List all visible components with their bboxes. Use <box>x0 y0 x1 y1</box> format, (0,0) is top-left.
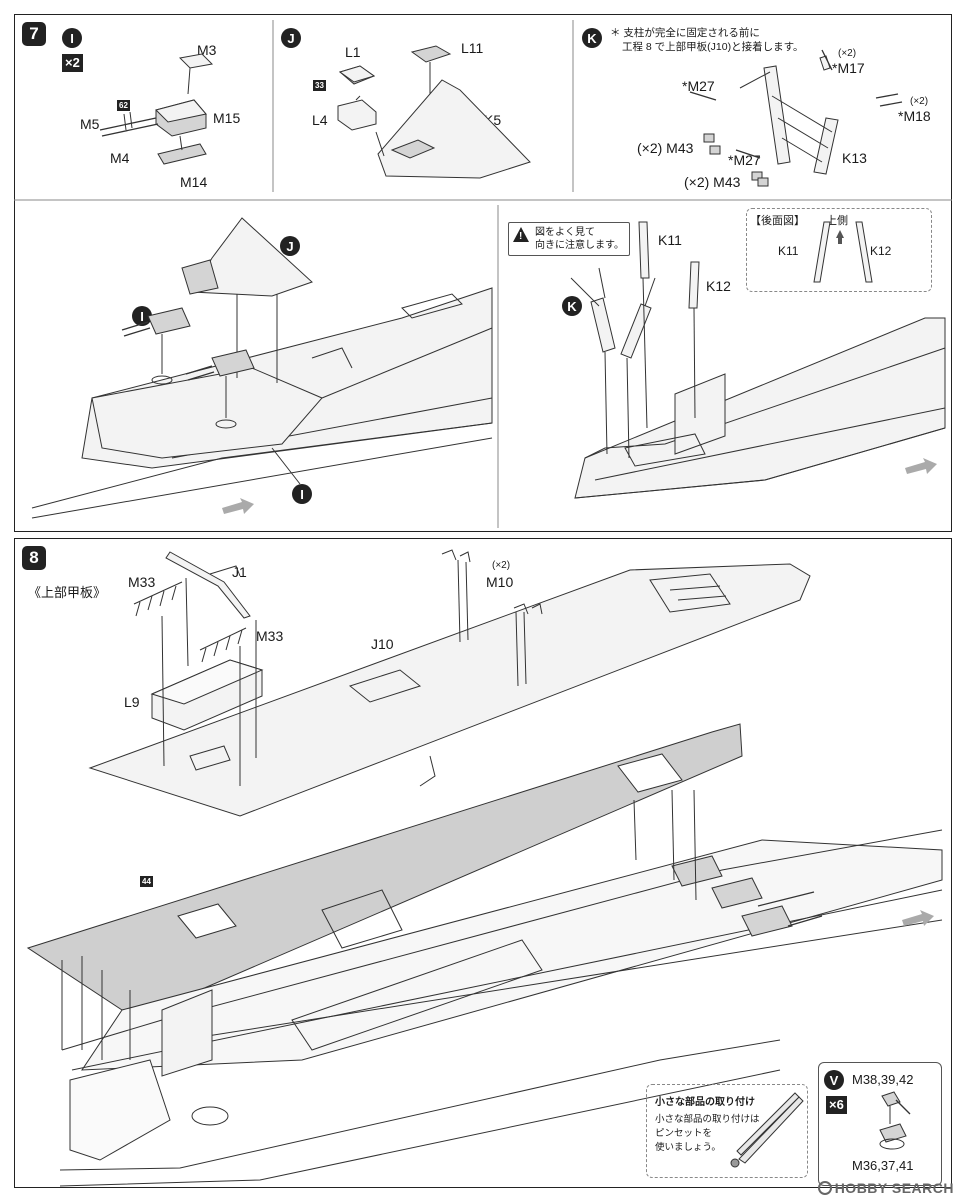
part-label-m33-a: M33 <box>128 574 156 590</box>
sub-i-multiplier: ×2 <box>62 54 83 72</box>
sub-v-badge: V <box>824 1070 844 1090</box>
part-label-m17: *M17 <box>832 60 865 76</box>
part-label-l11: L11 <box>461 40 484 56</box>
step7-dividers <box>14 20 952 528</box>
step8-frame <box>14 538 952 1188</box>
caution-line2: 向きに注意します。 <box>535 240 624 251</box>
small-parts-tip-line2: ピンセットを <box>655 1128 713 1139</box>
orientation-caution: 図をよく見て 向きに注意します。 <box>508 222 630 256</box>
warning-icon <box>513 227 529 243</box>
part-label-l4: L4 <box>312 112 328 128</box>
upper-deck-exploded-drawing <box>88 549 811 817</box>
assembly-i-badge-top: I <box>132 306 152 326</box>
sub-i-badge: I <box>62 28 82 48</box>
assembly-k-badge: K <box>562 296 582 316</box>
small-parts-tip-title: 小さな部品の取り付け <box>655 1097 755 1108</box>
mast-exploded-drawing <box>689 49 903 187</box>
sub-k-badge: K <box>582 28 602 48</box>
part-label-m43-a: (×2) M43 <box>637 140 694 156</box>
part-label-m33-b: M33 <box>256 628 284 644</box>
part-label-k13: K13 <box>842 150 867 166</box>
hull-lower-drawing <box>59 1039 781 1187</box>
sub-v-multiplier: ×6 <box>826 1096 847 1114</box>
rear-view-up-label: 上側 <box>826 215 848 227</box>
part-label-k12: K12 <box>706 278 731 294</box>
small-parts-tip-box: 小さな部品の取り付け 小さな部品の取り付けは ピンセットを 使いましょう。 <box>646 1084 808 1178</box>
part-label-m4: M4 <box>110 150 130 166</box>
part-tag-33: 33 <box>313 80 326 91</box>
rear-view-drawing <box>813 221 873 283</box>
part-label-m14: M14 <box>180 174 208 190</box>
ship-bow-assembly-left <box>31 217 493 519</box>
watermark-text: HOBBY SEARCH <box>834 1180 954 1196</box>
rear-view-title: 【後面図】 <box>750 215 805 227</box>
part-label-m18: *M18 <box>898 108 931 124</box>
turret-exploded-drawing <box>99 53 214 165</box>
part-label-l1: L1 <box>345 44 361 60</box>
step8-number: 8 <box>22 546 46 570</box>
m10-x2: (×2) <box>492 560 511 571</box>
part-tag-62: 62 <box>117 100 130 111</box>
rear-view-box <box>746 208 932 292</box>
sub-j-badge: J <box>281 28 301 48</box>
sub-v-top-parts: M38,39,42 <box>852 1072 914 1087</box>
part-label-m10: M10 <box>486 574 514 590</box>
rear-view-k11: K11 <box>778 244 799 258</box>
step7-number: 7 <box>22 22 46 46</box>
hobby-search-watermark: HOBBY SEARCH <box>817 1180 954 1196</box>
tweezers-icon <box>730 1092 804 1168</box>
sub-v-part-drawing <box>879 1091 911 1150</box>
assembly-i-badge-bottom: I <box>292 484 312 504</box>
assembly-j-badge: J <box>280 236 300 256</box>
small-parts-tip-line3: 使いましょう。 <box>655 1142 721 1153</box>
sub-v-box <box>818 1062 942 1186</box>
sub-k-x2-a: (×2) <box>838 48 857 59</box>
rear-view-k12: K12 <box>870 244 892 258</box>
bridge-exploded-drawing <box>337 45 531 179</box>
part-label-j1: J1 <box>232 564 247 580</box>
sub-k-note-line1: ＊ 支柱が完全に固定される前に <box>610 27 760 39</box>
part-label-m27-a: *M27 <box>682 78 715 94</box>
part-label-m43-b: (×2) M43 <box>684 174 741 190</box>
sub-v-bottom-parts: M36,37,41 <box>852 1158 914 1173</box>
step7-frame <box>14 14 952 532</box>
sub-k-x2-b: (×2) <box>910 96 929 107</box>
part-label-m5: M5 <box>80 116 100 132</box>
part-label-j10: J10 <box>371 636 394 652</box>
ship-bow-assembly-right <box>570 221 946 499</box>
part-label-k11: K11 <box>658 232 682 248</box>
part-label-l9: L9 <box>124 694 140 710</box>
upper-deck-label: 《上部甲板》 <box>28 585 107 600</box>
caution-line1: 図をよく見て <box>535 227 595 238</box>
part-tag-44: 44 <box>140 876 153 887</box>
sub-k-note-line2: 工程 8 で上部甲板(J10)と接着します。 <box>622 41 804 53</box>
small-parts-tip-line1: 小さな部品の取り付けは <box>655 1114 760 1125</box>
hobby-search-logo-icon <box>817 1181 832 1195</box>
flight-deck-assembly-drawing <box>26 723 943 1077</box>
part-label-m15: M15 <box>213 110 241 126</box>
